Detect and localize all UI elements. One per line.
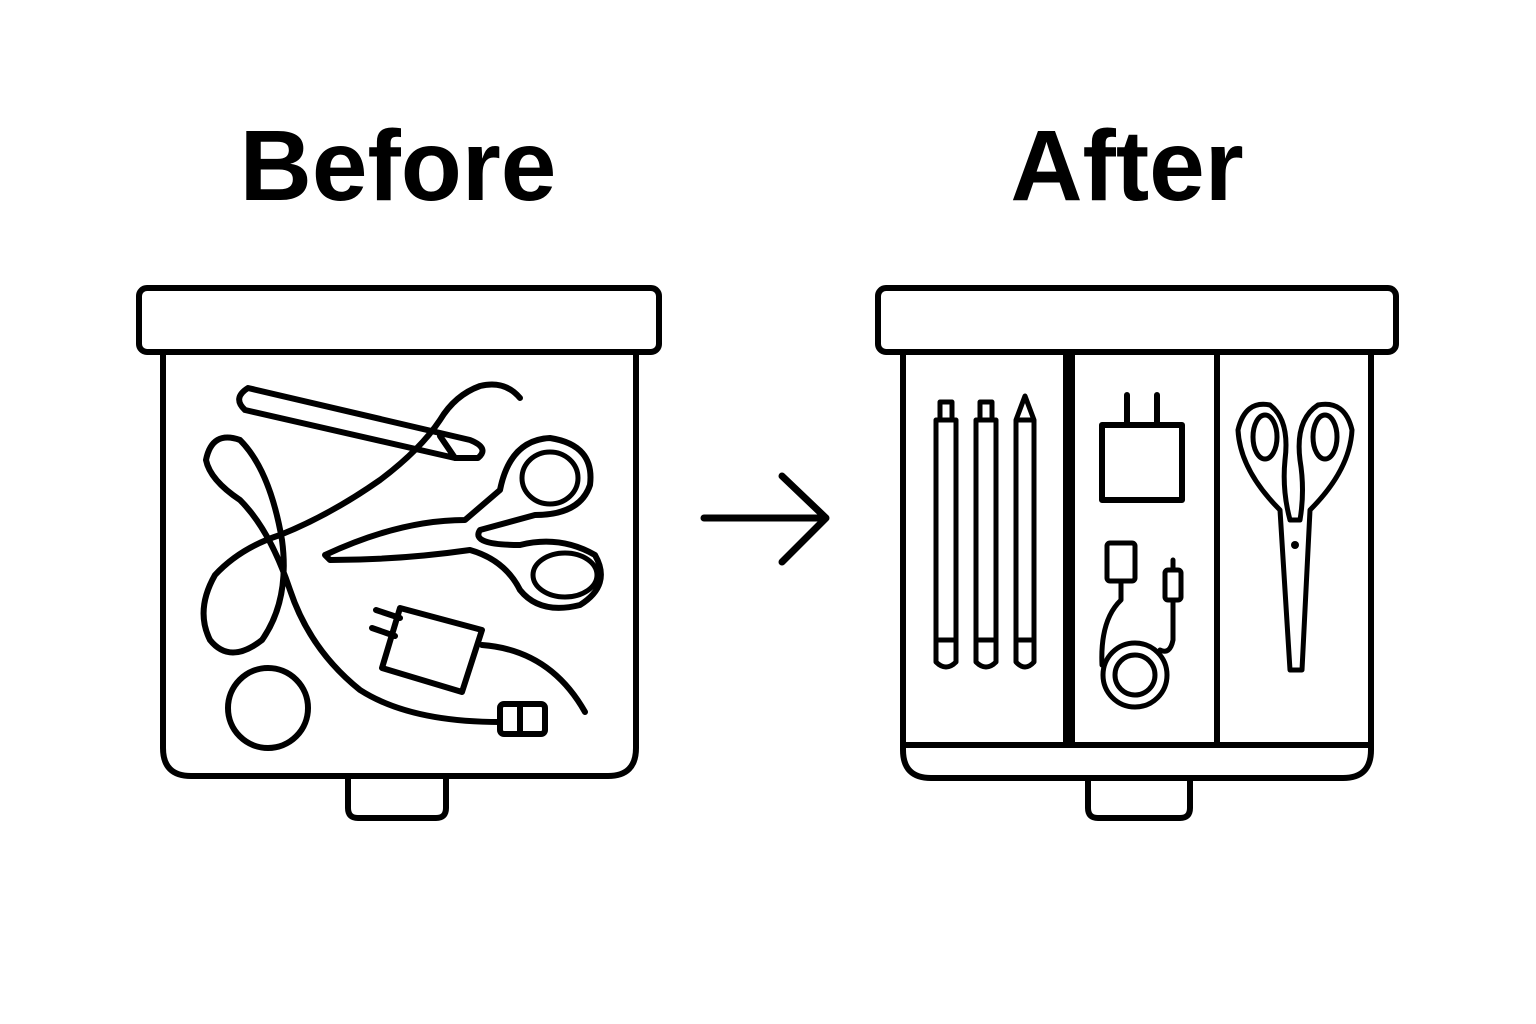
messy-drawer [136,285,662,821]
tape-roll-icon [225,665,311,751]
drawer-body [160,349,639,779]
pencils-icon [933,393,1037,670]
pencil-icon [236,385,486,461]
drawer-body [900,349,1374,781]
charger-icon [1099,392,1185,503]
scissors-icon [322,435,604,611]
drawer-handle [345,773,449,821]
organized-drawer [875,285,1399,821]
before-title: Before [240,110,557,222]
charger-icon [369,605,485,695]
drawer-lid [875,285,1399,355]
usb-plug-icon [497,701,548,737]
drawer-dividers [900,349,1374,748]
scissors-handle-ring [519,449,581,507]
charger-cable [479,642,588,715]
scissors-icon [1235,401,1355,673]
drawer-handle [1085,775,1193,821]
cable-icon [1099,540,1184,710]
scissors-handle-ring [530,550,600,600]
after-title: After [1010,110,1243,222]
cable-icon [200,381,523,725]
arrow-right-icon [700,472,830,566]
drawer-lid [136,285,662,355]
